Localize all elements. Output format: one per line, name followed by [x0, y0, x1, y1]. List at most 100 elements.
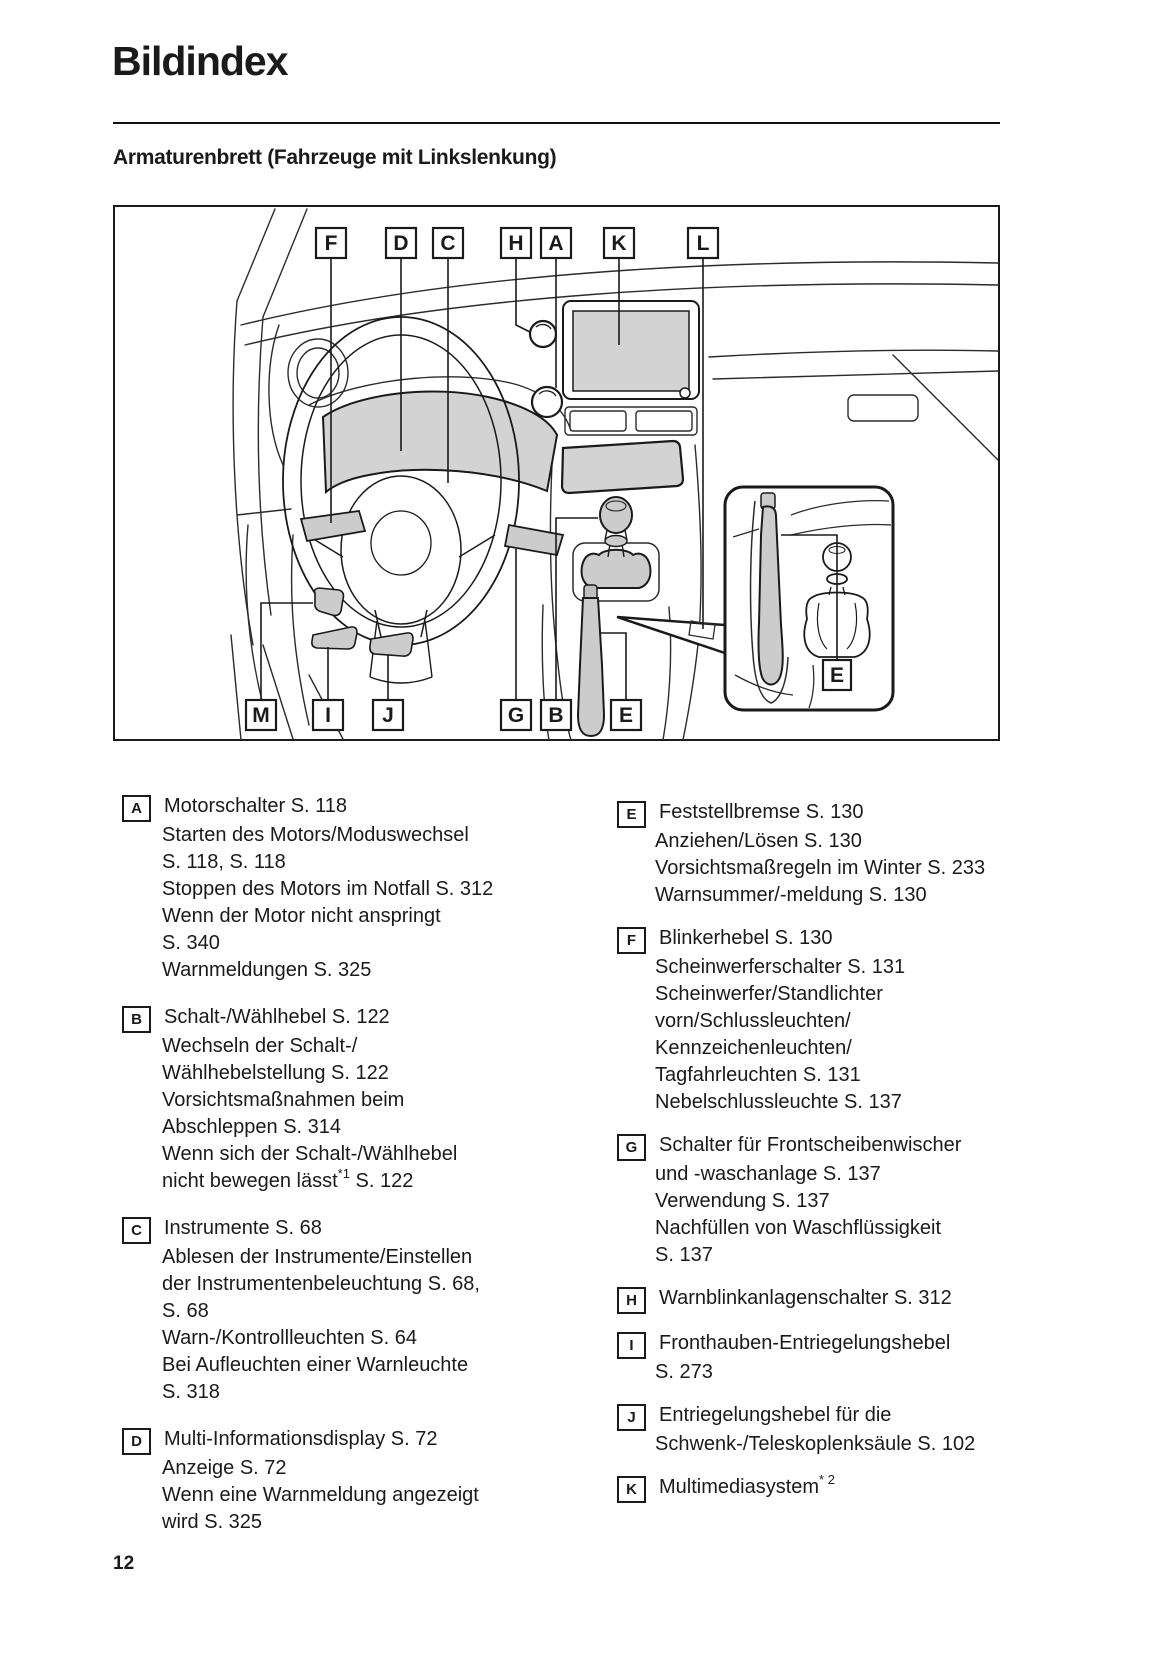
- svg-text:L: L: [697, 232, 710, 255]
- svg-text:C: C: [440, 232, 455, 255]
- page-title: Bildindex: [112, 38, 289, 84]
- entry-title: Entriegelungshebel für die: [659, 1404, 892, 1426]
- entry-title: Fronthauben-Entriegelungshebel: [659, 1332, 951, 1354]
- climate-panel: [560, 439, 685, 495]
- entry-line: Scheinwerferschalter S. 131: [655, 956, 906, 978]
- entry-line: Warnmeldungen S. 325: [162, 959, 372, 981]
- leader-line-m: [260, 602, 313, 700]
- fuel-lid-lever: [313, 587, 345, 617]
- entry-line: Tagfahrleuchten S. 131: [655, 1064, 861, 1086]
- entry-line: S. 118, S. 118: [162, 851, 286, 873]
- diagram-label-h: H: [499, 226, 533, 260]
- page-number: 12: [113, 1553, 135, 1574]
- side-trim: [688, 620, 716, 640]
- entry-line: Nachfüllen von Waschflüssigkeit: [655, 1217, 942, 1239]
- entry-line: Abschleppen S. 314: [162, 1116, 342, 1138]
- entry-line: Anziehen/Lösen S. 130: [655, 830, 862, 852]
- svg-text:E: E: [830, 664, 844, 687]
- leader-line-b: [555, 517, 598, 700]
- entry-letter-box: I: [617, 1332, 646, 1359]
- entry-line: der Instrumentenbeleuchtung S. 68,: [162, 1273, 480, 1295]
- index-entry-i: I Fronthauben-Entriegelungshebel S. 273: [617, 1330, 1037, 1386]
- diagram-label-inset-e: E: [821, 658, 853, 692]
- wiper-stalk: [503, 523, 565, 557]
- entry-line: Vorsichtsmaßnahmen beim: [162, 1089, 405, 1111]
- engine-start-button: [530, 385, 564, 419]
- entry-line: Bei Aufleuchten einer Warnleuchte: [162, 1354, 469, 1376]
- svg-text:E: E: [619, 704, 633, 727]
- entry-line: Wenn eine Warnmeldung angezeigt: [162, 1484, 479, 1506]
- leader-lines: [260, 258, 704, 700]
- entry-line: Schwenk-/Teleskoplenksäule S. 102: [655, 1433, 976, 1455]
- diagram-label-f: F: [314, 226, 348, 260]
- screen-knob: [679, 387, 691, 399]
- svg-text:D: D: [393, 232, 408, 255]
- column-release-lever: [369, 632, 414, 657]
- svg-text:K: K: [611, 232, 626, 255]
- entry-line: Wenn sich der Schalt-/Wählhebel: [162, 1143, 458, 1165]
- svg-text:H: H: [508, 232, 523, 255]
- svg-text:A: A: [548, 232, 563, 255]
- leader-line-inset-e: [781, 534, 838, 660]
- section-subtitle: Armaturenbrett (Fahrzeuge mit Linkslenku…: [113, 146, 557, 169]
- entry-title: Motorschalter S. 118: [164, 795, 348, 817]
- entry-letter-box: D: [122, 1428, 151, 1455]
- entry-line: S. 68: [162, 1300, 209, 1322]
- entry-line: wird S. 325: [162, 1511, 263, 1533]
- entry-title-row: A Motorschalter S. 118: [122, 793, 602, 822]
- entry-line: Vorsichtsmaßregeln im Winter S. 233: [655, 857, 986, 879]
- top-labels: F D C H A K L: [314, 226, 720, 260]
- svg-text:B: B: [548, 704, 563, 727]
- footnote-marker: * 2: [819, 1472, 835, 1488]
- entry-line: Warn-/Kontrollleuchten S. 64: [162, 1327, 417, 1349]
- entry-line: nicht bewegen lässt*1 S. 122: [162, 1166, 414, 1192]
- entry-title: Multimediasystem* 2: [659, 1472, 835, 1498]
- diagram-label-a: A: [539, 226, 573, 260]
- svg-text:M: M: [252, 704, 270, 727]
- inset-detail: E: [723, 485, 895, 712]
- bottom-labels: M I J G B E: [244, 698, 643, 732]
- entry-line: Kennzeichenleuchten/: [655, 1037, 852, 1059]
- center-vents: [564, 406, 698, 436]
- entry-letter-box: C: [122, 1217, 151, 1244]
- parking-brake-lever: [576, 584, 606, 738]
- entry-letter-box: E: [617, 801, 646, 828]
- entry-title: Schalter für Frontscheibenwischer: [659, 1134, 962, 1156]
- diagram-label-j: J: [371, 698, 405, 732]
- diagram-label-g: G: [499, 698, 533, 732]
- entry-title: Warnblinkanlagenschalter S. 312: [659, 1287, 952, 1309]
- diagram-label-c: C: [431, 226, 465, 260]
- hazard-button: [528, 319, 558, 349]
- entry-line: Stoppen des Motors im Notfall S. 312: [162, 878, 494, 900]
- multimedia-screen: [562, 300, 700, 400]
- entry-line: Warnsummer/-meldung S. 130: [655, 884, 927, 906]
- footnote-marker: *1: [337, 1166, 350, 1182]
- shift-knob: [599, 496, 633, 534]
- entry-line: S. 273: [655, 1361, 713, 1383]
- svg-text:F: F: [325, 232, 338, 255]
- entry-line: Anzeige S. 72: [162, 1457, 287, 1479]
- entry-line: Wechseln der Schalt-/: [162, 1035, 358, 1057]
- entry-line: Verwendung S. 137: [655, 1190, 830, 1212]
- entry-line: Wählhebelstellung S. 122: [162, 1062, 389, 1084]
- entry-line: Wenn der Motor nicht anspringt: [162, 905, 441, 927]
- entry-letter-box: A: [122, 795, 151, 822]
- entry-letter-box: J: [617, 1404, 646, 1431]
- entry-letter-box: G: [617, 1134, 646, 1161]
